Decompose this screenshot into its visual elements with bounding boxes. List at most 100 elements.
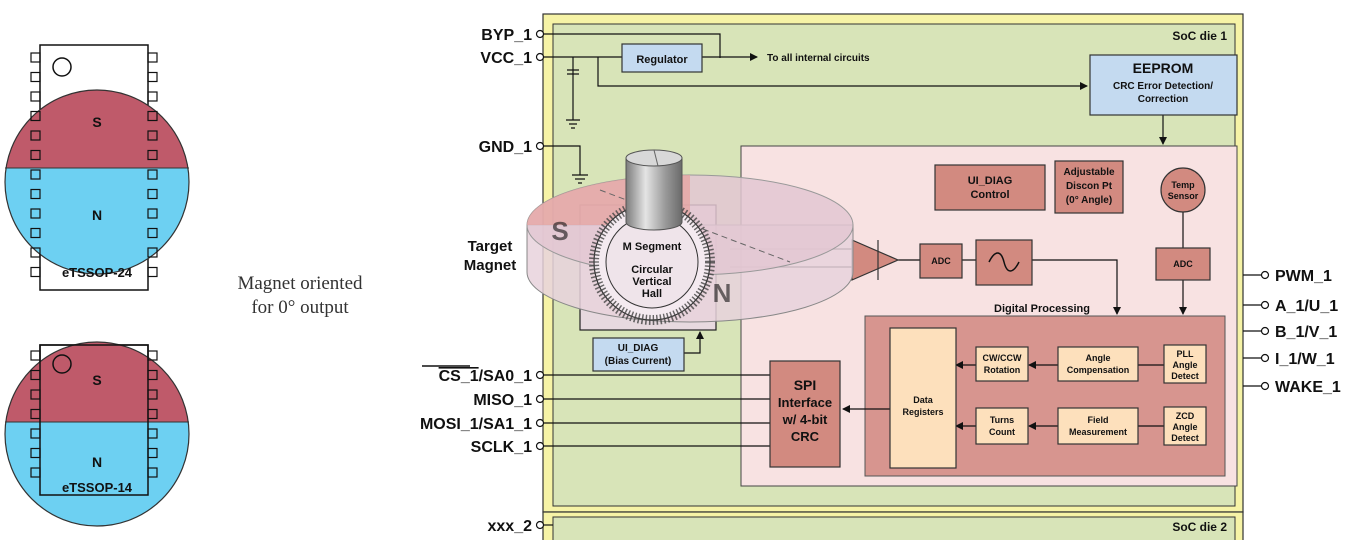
pin-cs: CS_1/SA0_1: [439, 368, 533, 385]
pin-a-1-u-1: A_1/U_1: [1275, 298, 1338, 315]
pin-cs-rest: /SA0_1: [479, 368, 532, 385]
package-pin: [147, 130, 158, 141]
south-label: S: [92, 114, 101, 130]
package-pin: [147, 247, 158, 258]
adjustable-line2: Discon Pt: [1066, 181, 1113, 192]
south-label: S: [92, 372, 101, 388]
cvh-line1: Circular: [631, 264, 673, 276]
package-pin: [30, 408, 41, 420]
left-pins: BYP_1 VCC_1 GND_1 CS_1/SA0_1 MISO_1 MOSI…: [420, 27, 545, 535]
pin-wake-1: WAKE_1: [1275, 379, 1341, 396]
pll-line3: Detect: [1171, 371, 1199, 381]
pin-gnd: GND_1: [479, 139, 532, 156]
ui-diag-bias-block: UI_DIAG (Bias Current): [592, 337, 685, 372]
temp-sensor-line2: Sensor: [1168, 191, 1199, 201]
ui-diag-bias-line2: (Bias Current): [605, 356, 672, 367]
package-pin: [147, 369, 158, 381]
digital-processing-label: Digital Processing: [994, 303, 1090, 315]
north-half: [5, 168, 189, 274]
orientation-caption-line2: for 0° output: [251, 297, 349, 318]
north-label: N: [92, 454, 102, 470]
orientation-caption-line1: Magnet oriented: [237, 273, 363, 294]
temp-sensor-block: Temp Sensor: [1160, 167, 1206, 213]
spi-interface-block: SPI Interface w/ 4-bit CRC: [769, 360, 841, 468]
eeprom-block: EEPROM CRC Error Detection/ Correction: [1089, 54, 1238, 116]
package-pin: [147, 408, 158, 420]
package-pin: [147, 110, 158, 122]
spi-line4: CRC: [791, 429, 820, 444]
zcd-line1: ZCD: [1176, 411, 1195, 421]
pin1-marker: [52, 354, 72, 374]
angle-compensation-block: Angle Compensation: [1057, 346, 1139, 382]
field-measurement-block: Field Measurement: [1057, 407, 1139, 445]
m-segment-label: M Segment: [623, 241, 682, 253]
package-pins: [30, 350, 158, 478]
pin-i-1-w-1: I_1/W_1: [1275, 351, 1335, 368]
zcd-line3: Detect: [1171, 433, 1199, 443]
package-pin: [147, 350, 158, 361]
adjustable-line3: (0° Angle): [1066, 195, 1112, 206]
cw-line1: CW/CCW: [983, 353, 1022, 363]
turns-line1: Turns: [990, 415, 1014, 425]
package-pin: [147, 467, 158, 478]
package-pin: [147, 208, 158, 219]
angle-comp-line1: Angle: [1085, 353, 1110, 363]
pin1-marker: [52, 57, 72, 77]
cvh-line2: Vertical: [632, 276, 671, 288]
spi-line3: w/ 4-bit: [782, 412, 828, 427]
to-all-circuits-label: To all internal circuits: [767, 53, 870, 64]
adjustable-discon-block: Adjustable Discon Pt (0° Angle): [1054, 160, 1124, 214]
package-pin: [30, 369, 41, 381]
pin-cs-bar: CS_1: [439, 368, 479, 385]
package-pin: [147, 71, 158, 83]
pin-terminal: [1260, 353, 1270, 363]
eeprom-line1: CRC Error Detection/: [1113, 81, 1213, 92]
shaft: [625, 157, 683, 231]
adc-1-label: ADC: [931, 256, 951, 266]
adc-2-label: ADC: [1173, 259, 1193, 269]
package-pin: [30, 467, 41, 478]
field-line1: Field: [1087, 415, 1108, 425]
package-pin: [30, 208, 41, 219]
magnet-n-label: N: [713, 278, 732, 308]
package-pin: [30, 350, 41, 361]
north-half: [5, 422, 189, 526]
data-registers-line2: Registers: [902, 407, 943, 417]
cw-line2: Rotation: [984, 365, 1021, 375]
pin-vcc: VCC_1: [480, 50, 532, 67]
package-pin: [30, 266, 41, 278]
package-pin: [147, 266, 158, 278]
package-pin: [147, 227, 158, 239]
package-pin: [30, 247, 41, 258]
pin-terminal: [1260, 300, 1270, 310]
pll-line2: Angle: [1172, 360, 1197, 370]
magnet-disc-top: [5, 90, 189, 274]
angle-comp-line2: Compensation: [1067, 365, 1130, 375]
ui-diag-bias-line1: UI_DIAG: [618, 343, 659, 354]
target-magnet-line2: Magnet: [464, 257, 517, 274]
data-registers-line1: Data: [913, 395, 934, 405]
regulator-block: Regulator: [621, 43, 703, 73]
magnet-disc-bottom: [5, 342, 189, 526]
package-pin: [30, 149, 41, 161]
package-pin: [30, 169, 41, 180]
package-pin: [30, 91, 41, 102]
cw-ccw-rotation-block: CW/CCW Rotation: [975, 346, 1029, 382]
package-pin: [147, 428, 158, 439]
north-label: N: [92, 207, 102, 223]
turns-line2: Count: [989, 427, 1015, 437]
package-label-14: eTSSOP-14: [62, 480, 133, 495]
pin-terminal: [1260, 381, 1270, 391]
pin-pwm-1: PWM_1: [1275, 268, 1332, 285]
adc-block-1: ADC: [919, 243, 963, 279]
target-magnet: S N M Segment Circular Vertical Hall Tar…: [464, 149, 854, 331]
soc-die-2: SoC die 2: [542, 511, 1244, 540]
spi-line2: Interface: [778, 395, 832, 410]
temp-sensor-line1: Temp: [1171, 180, 1195, 190]
ui-diag-control-block: UI_DIAG Control: [934, 164, 1046, 211]
package-pin: [147, 91, 158, 102]
pin-byp: BYP_1: [481, 27, 532, 44]
ui-diag-control-line2: Control: [970, 189, 1009, 201]
